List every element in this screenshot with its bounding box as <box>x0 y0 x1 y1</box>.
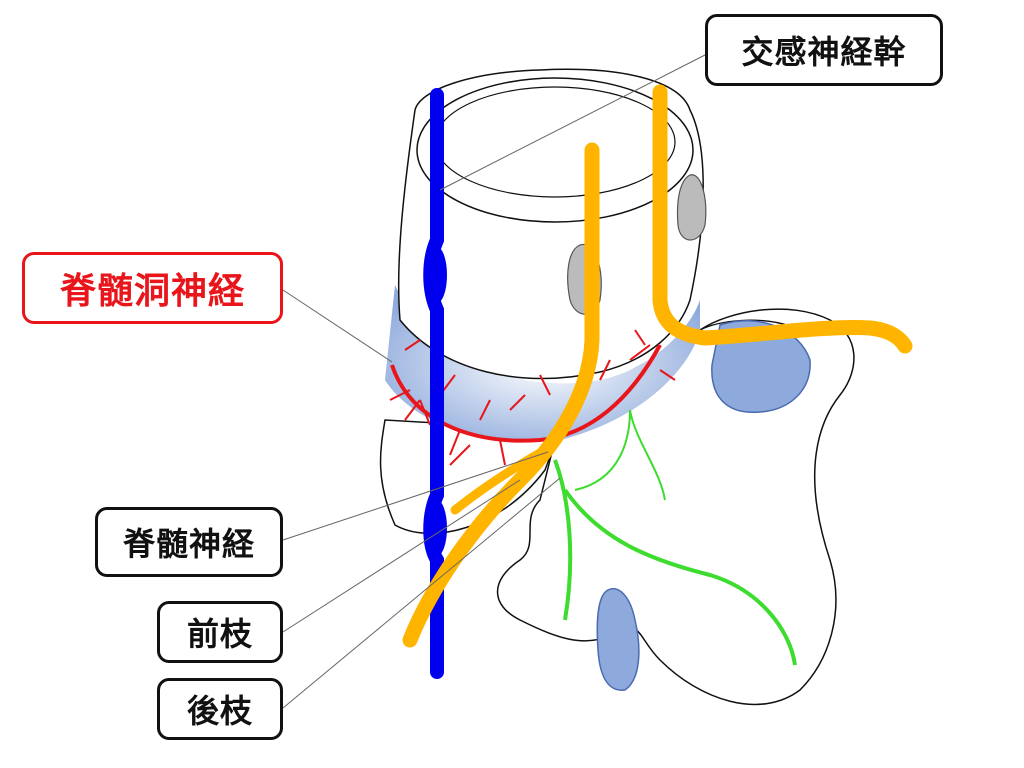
label-spinal-nerve: 脊髄神経 <box>95 507 283 577</box>
label-sympathetic-trunk: 交感神経幹 <box>705 14 943 86</box>
lamina-joint <box>596 588 640 691</box>
sinuvertebral-nerve <box>389 329 676 466</box>
pedicle-right <box>676 174 707 241</box>
lower-vertebral-body <box>379 419 562 535</box>
endplate-inner <box>434 86 676 198</box>
leader-lines <box>282 54 706 709</box>
label-anterior-ramus: 前枝 <box>157 601 283 663</box>
intervertebral-disc <box>385 285 700 442</box>
label-sinuvertebral-nerve: 脊髄洞神経 <box>22 252 283 324</box>
posterior-ramus <box>553 409 797 666</box>
label-posterior-ramus: 後枝 <box>157 678 283 740</box>
